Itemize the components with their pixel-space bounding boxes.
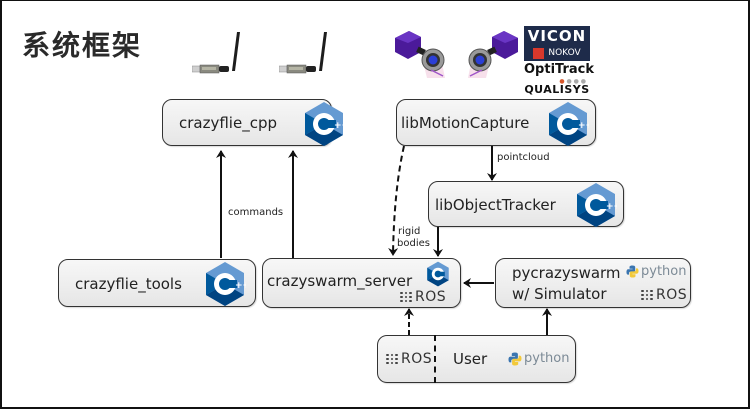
ros-badge: ROS (400, 289, 446, 305)
python-badge: python (508, 351, 569, 366)
edge-mocap-to-server-dashed (388, 145, 405, 256)
node-label-line2: w/ Simulator (512, 285, 607, 303)
mocap-vendor-logos: VICON NOKOV OptiTrack ● ● ● ● QUALISYS (524, 26, 595, 96)
svg-text:++: ++ (578, 121, 589, 131)
cpp-logo-icon: ++ (577, 183, 617, 227)
node-label: User (453, 350, 488, 368)
qualisys-logo: QUALISYS (524, 83, 590, 96)
svg-text:++: ++ (235, 281, 246, 291)
python-badge: python (626, 264, 686, 279)
node-label-line1: pycrazyswarm (512, 264, 621, 282)
node-divider (434, 335, 436, 383)
edge-label-commands: commands (228, 207, 284, 218)
ros-dots-icon (386, 353, 398, 365)
ros-badge: ROS (641, 287, 687, 303)
node-pycrazyswarm[interactable]: pycrazyswarm w/ Simulator python ROS (495, 258, 691, 308)
ros-label: ROS (415, 289, 447, 305)
ros-label: ROS (401, 351, 433, 367)
edge-label-pointcloud: pointcloud (497, 152, 550, 163)
cpp-logo-icon: ++ (206, 262, 246, 306)
node-libmotioncapture[interactable]: libMotionCapture ++ (396, 99, 596, 146)
node-user[interactable]: ROS User python (377, 335, 576, 383)
nokov-mark-icon (533, 48, 545, 59)
python-label: python (641, 264, 687, 279)
vicon-logo: VICON (524, 26, 590, 46)
node-crazyswarm-server[interactable]: crazyswarm_server ROS (262, 258, 461, 308)
edge-label-rigid: rigid (398, 226, 421, 237)
cpp-logo-icon (427, 261, 449, 287)
cpp-logo-icon: ++ (549, 102, 589, 146)
node-label: crazyflie_tools (75, 275, 182, 293)
optitrack-logo: OptiTrack (524, 62, 595, 77)
ros-dots-icon (400, 291, 412, 303)
node-label: libObjectTracker (435, 196, 556, 214)
node-label: libMotionCapture (401, 114, 530, 132)
ros-badge: ROS (386, 351, 432, 367)
python-logo-icon (626, 265, 639, 278)
ros-dots-icon (641, 289, 653, 301)
qualisys-dots-icon: ● ● ● ● (559, 78, 586, 85)
node-crazyflie-tools[interactable]: crazyflie_tools ++ (58, 259, 256, 307)
node-crazyflie-cpp[interactable]: crazyflie_cpp ++ (162, 99, 345, 146)
ros-label: ROS (656, 287, 688, 303)
nokov-logo: NOKOV (524, 46, 590, 61)
svg-text:++: ++ (606, 202, 617, 212)
node-label: crazyswarm_server (267, 272, 413, 290)
node-libobjecttracker[interactable]: libObjectTracker ++ (428, 181, 624, 227)
page-title: 系统框架 (22, 29, 143, 62)
radio-dongle-icon (279, 32, 327, 74)
node-label: crazyflie_cpp (179, 114, 277, 132)
edge-label-bodies: bodies (397, 238, 430, 249)
mocap-camera-icon (395, 31, 445, 78)
mocap-camera-icon (468, 31, 518, 78)
python-logo-icon (508, 352, 522, 365)
svg-text:++: ++ (334, 121, 345, 131)
cpp-logo-icon: ++ (305, 102, 345, 146)
python-label: python (524, 351, 570, 366)
radio-dongle-icon (192, 32, 240, 74)
nokov-label: NOKOV (548, 48, 581, 58)
